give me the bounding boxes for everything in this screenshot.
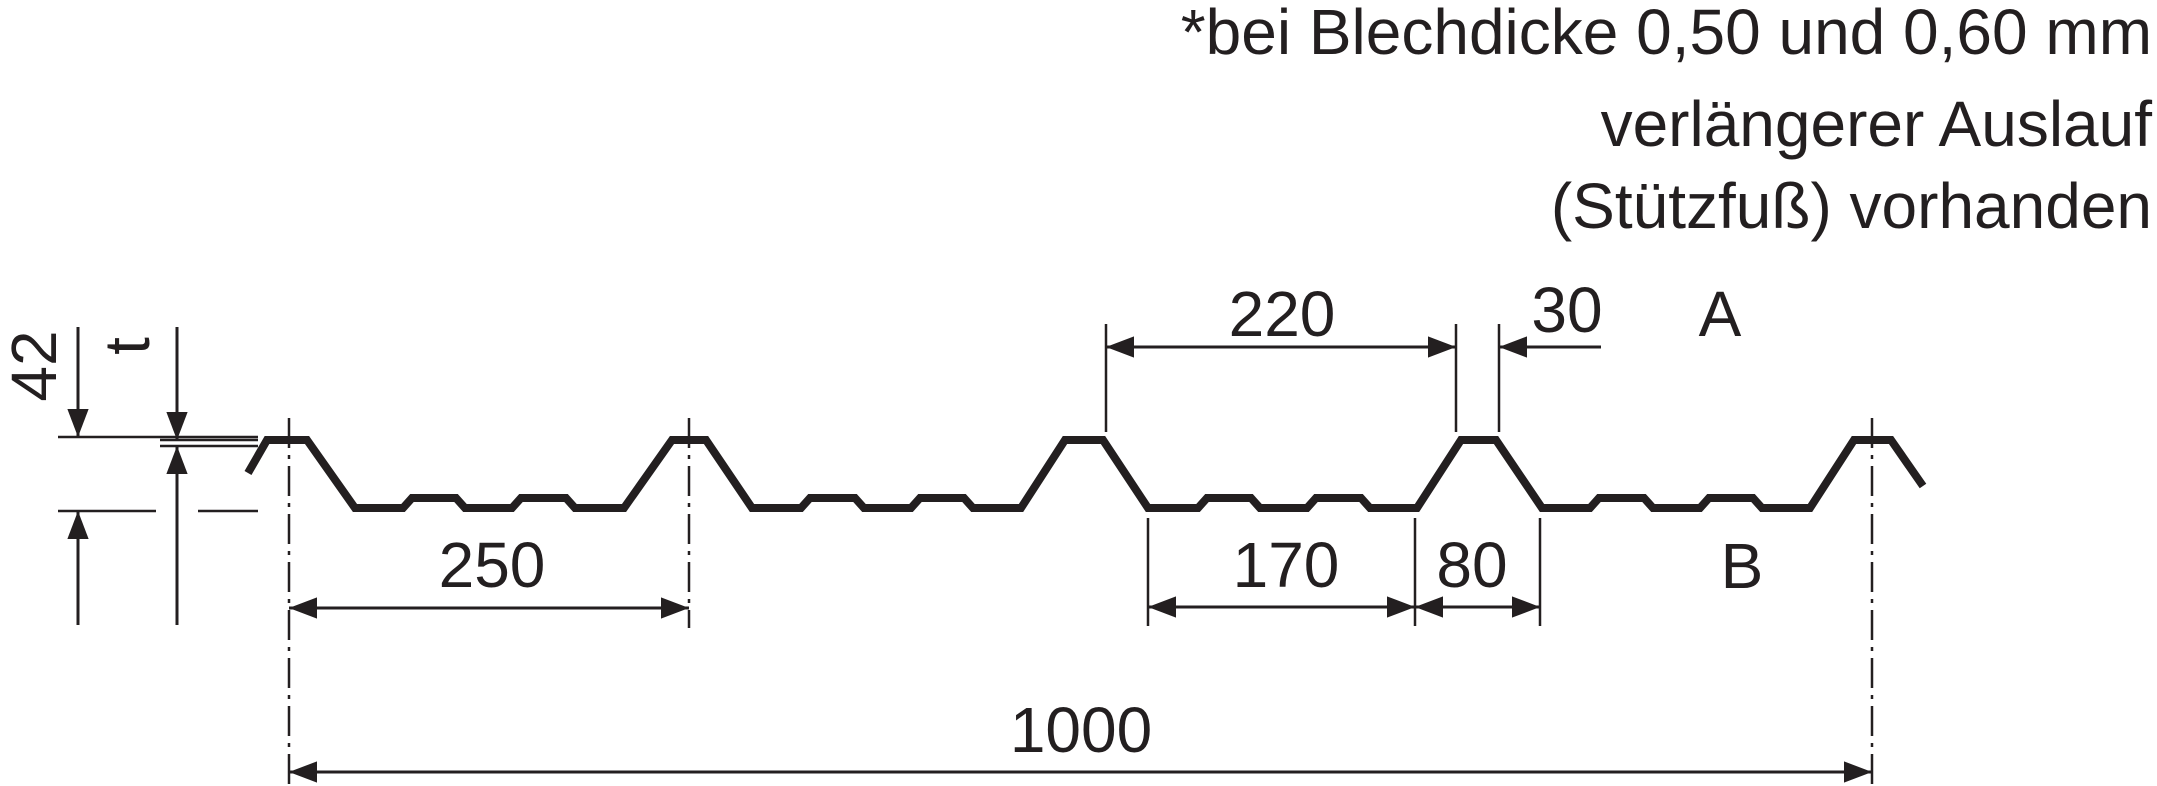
thickness-label: t	[91, 337, 163, 355]
dim-42-label: 42	[0, 330, 70, 401]
dim-220-label: 220	[1229, 278, 1336, 350]
note-line-3: (Stützfuß) vorhanden	[1550, 170, 2152, 242]
dim-80-label: 80	[1436, 529, 1507, 601]
sheet-profile	[244, 436, 1927, 512]
face-a-label: A	[1699, 278, 1742, 350]
dim-250-label: 250	[439, 529, 546, 601]
dimension-lines	[67, 327, 1872, 783]
dim-1000-label: 1000	[1010, 694, 1152, 766]
dim-30-label: 30	[1531, 274, 1602, 346]
dim-170-label: 170	[1233, 529, 1340, 601]
note-line-1: *bei Blechdicke 0,50 und 0,60 mm	[1180, 0, 2152, 68]
face-b-label: B	[1721, 530, 1764, 602]
note-line-2: verlängerer Auslauf	[1600, 88, 2152, 160]
